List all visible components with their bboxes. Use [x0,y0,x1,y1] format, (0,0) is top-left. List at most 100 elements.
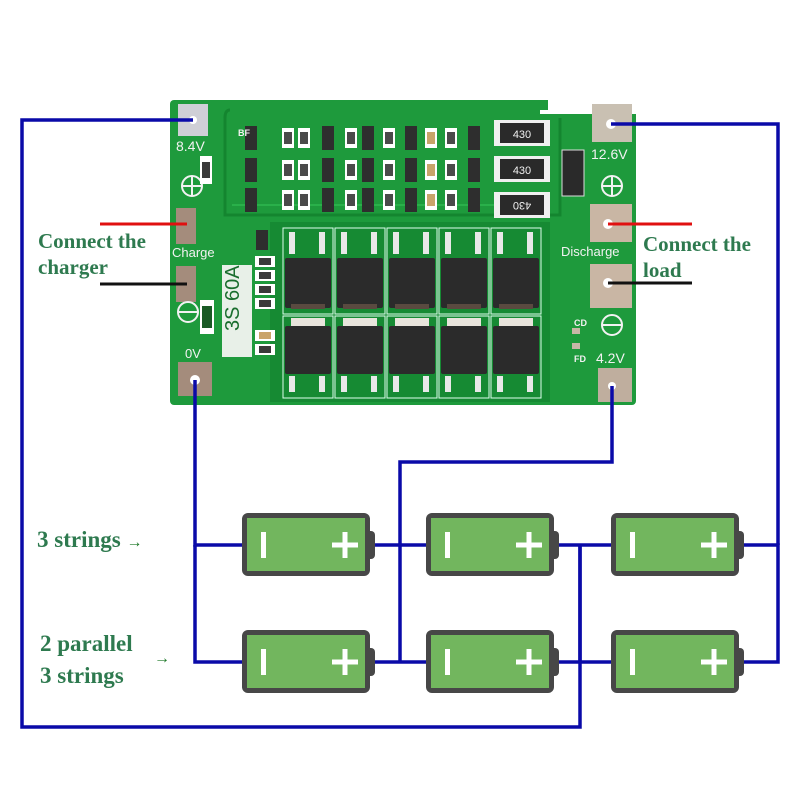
battery-cell [242,630,375,693]
smd-ic [405,188,417,212]
strings-annotation: 3 strings → [37,527,143,552]
battery-cell [611,630,744,693]
label-discharge: Discharge [561,244,620,259]
smd-ic [468,188,480,212]
arrow-right-icon: → [154,650,170,667]
mosfet [490,227,542,315]
smd-components [200,126,480,355]
smd-ic [362,158,374,182]
mosfets [282,227,542,399]
mosfet [334,315,386,399]
label-charge: Charge [172,245,215,260]
wire-0v-bottom [193,545,242,664]
mosfet-lead [475,376,481,392]
resistor-label: 430 [513,199,531,211]
label-12v6: 12.6V [591,146,628,162]
smd-ic [405,126,417,150]
smd-ic [245,158,257,182]
mosfet [438,227,490,315]
mosfet-body [389,258,435,308]
minus-icon [445,532,450,558]
smd-ic [362,126,374,150]
battery-cell [426,630,559,693]
label-4v2: 4.2V [596,350,625,366]
mosfet-lead [319,376,325,392]
smd-ic [245,188,257,212]
mosfet-lead [319,232,325,254]
label-8v4: 8.4V [176,138,205,154]
mosfet-lead [341,376,347,392]
mosfet-lead [393,232,399,254]
wire-12v6 [611,122,780,545]
rating-label: 3S 60A [222,265,244,331]
rating-box [222,265,252,357]
mosfet-lead [527,376,533,392]
smd-ic [322,126,334,150]
mosfet-lead [289,232,295,254]
mosfet-body [285,258,331,308]
smd-ic [468,126,480,150]
pad-charge-positive[interactable] [176,208,196,244]
mosfet [334,227,386,315]
mosfet-lead [371,232,377,254]
mosfet-body [337,258,383,308]
smd-ic [322,158,334,182]
mosfet-lead [497,232,503,254]
mosfet-lead [423,232,429,254]
resistor: 430 [494,120,550,146]
transistor [256,230,268,250]
power-resistors: 430 430 430 [494,120,550,218]
smd-ic [245,126,257,150]
mosfet-lead [289,376,295,392]
diode [561,149,585,197]
mosfet-body [337,326,383,374]
smd-ic [362,188,374,212]
mosfet-body [493,258,539,308]
resistor: 430 [494,192,550,218]
mosfet [490,315,542,399]
minus-icon [261,532,266,558]
wire-12v6-parallel [741,543,780,664]
mosfet-lead [475,232,481,254]
mosfet-lead [371,376,377,392]
battery-pack [242,513,744,693]
pcb-trace [223,108,562,217]
mosfet-body [389,326,435,374]
resistor-label: 430 [513,165,531,177]
mosfet-lead [445,376,451,392]
mosfet-lead [497,376,503,392]
smd-ic [322,188,334,212]
mosfet-lead [341,232,347,254]
label-cd: CD [574,318,587,328]
battery-cell [611,513,744,576]
parallel-annotation: 2 parallel 3 strings [40,631,133,688]
resistor: 430 [494,156,550,182]
minus-icon [630,532,635,558]
mosfet-lead [527,232,533,254]
mosfet [282,227,334,315]
smd-ic [405,158,417,182]
mosfet-body [493,326,539,374]
battery-cell [426,513,559,576]
label-0v: 0V [185,346,201,361]
mosfet [386,227,438,315]
mosfet-body [285,326,331,374]
mosfet [282,315,334,399]
resistor-label: 430 [513,129,531,141]
minus-icon [261,649,266,675]
battery-cell [242,513,375,576]
arrow-right-icon: → [126,534,143,551]
wire-8v4 [20,118,582,729]
mosfet-lead [393,376,399,392]
mosfet-lead [423,376,429,392]
mosfet [386,315,438,399]
wiring [20,118,780,729]
minus-icon [630,649,635,675]
mosfet [438,315,490,399]
load-annotation: Connect the load [643,232,751,282]
mosfet-lead [445,232,451,254]
label-fd: FD [574,354,586,364]
mosfet-body [441,258,487,308]
mosfet-area [270,222,550,402]
